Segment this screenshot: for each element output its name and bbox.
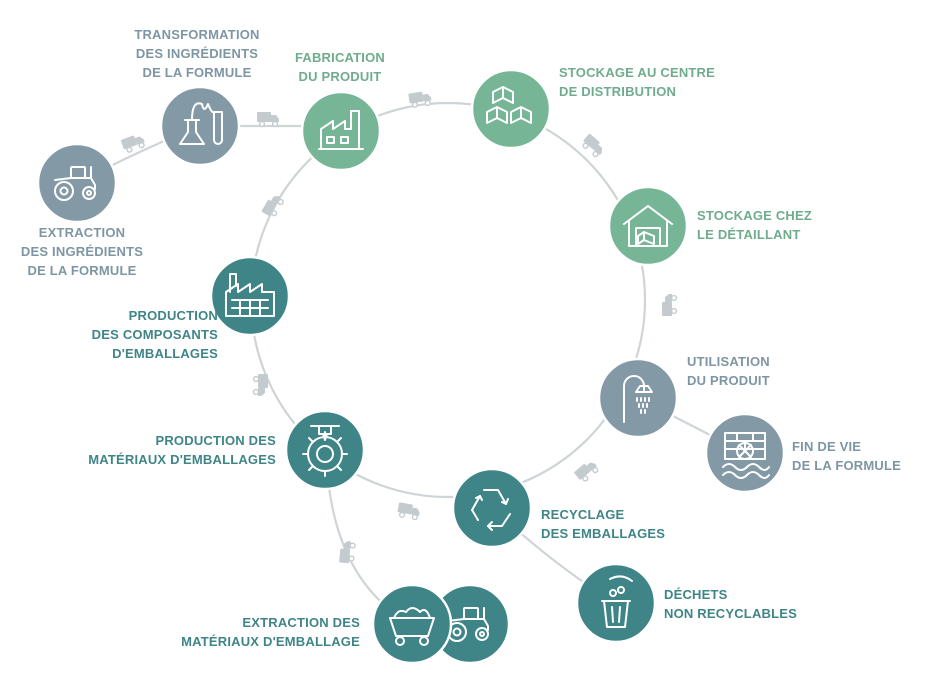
mining-cart-icon xyxy=(389,607,435,646)
trash-bin-icon xyxy=(601,575,633,628)
truck-icon xyxy=(662,294,678,316)
node-transformation xyxy=(159,85,241,167)
drain-icon xyxy=(722,432,770,479)
label-stockage-detaillant: STOCKAGE CHEZ LE DÉTAILLANT xyxy=(697,208,813,242)
truck-icon xyxy=(582,133,603,158)
shower-icon xyxy=(623,375,653,423)
label-recyclage: RECYCLAGE DES EMBALLAGES xyxy=(541,507,666,541)
node-production-materiaux xyxy=(284,409,366,491)
node-extraction-materiaux xyxy=(371,583,453,665)
node-utilisation xyxy=(597,357,679,439)
label-dechets: DÉCHETS NON RECYCLABLES xyxy=(664,587,798,621)
node-fabrication xyxy=(300,90,382,172)
recycle-icon xyxy=(471,489,511,531)
truck-icon xyxy=(339,541,356,564)
node-recyclage xyxy=(451,467,533,549)
node-fin-de-vie xyxy=(704,412,786,494)
node-transformation-circle xyxy=(159,85,241,167)
node-extraction-materiaux-circle xyxy=(371,583,453,665)
label-extraction-materiaux: EXTRACTION DES MATÉRIAUX D'EMBALLAGE xyxy=(181,615,360,649)
gear-processing-icon xyxy=(302,425,348,477)
label-transformation: TRANSFORMATION DES INGRÉDIENTS DE LA FOR… xyxy=(134,27,260,80)
node-production-composants-circle xyxy=(209,255,291,337)
lab-flask-icon xyxy=(179,102,223,145)
node-stockage-detaillant-circle xyxy=(607,185,689,267)
truck-icon xyxy=(574,462,599,482)
label-utilisation: UTILISATION DU PRODUIT xyxy=(687,354,770,388)
warehouse-icon xyxy=(623,205,673,247)
truck-icon xyxy=(252,374,268,396)
node-stockage-distribution-circle xyxy=(470,68,552,150)
truck-icon xyxy=(257,112,279,128)
label-stockage-distribution: STOCKAGE AU CENTRE DE DISTRIBUTION xyxy=(559,65,716,99)
node-extraction-ingredients-circle xyxy=(36,142,118,224)
boxes-icon xyxy=(486,86,532,124)
factory-icon xyxy=(318,110,364,150)
label-fin-de-vie: FIN DE VIE DE LA FORMULE xyxy=(792,439,901,473)
truck-icon xyxy=(120,135,145,153)
node-dechets xyxy=(575,562,657,644)
tractor-icon xyxy=(54,166,96,201)
truck-icon xyxy=(397,502,420,521)
industry-icon xyxy=(225,273,275,317)
truck-icon xyxy=(408,91,432,108)
node-extraction-ingredients xyxy=(36,142,118,224)
node-stockage-distribution xyxy=(470,68,552,150)
label-extraction-ingredients: EXTRACTION DES INGRÉDIENTS DE LA FORMULE xyxy=(20,225,144,278)
label-production-materiaux: PRODUCTION DES MATÉRIAUX D'EMBALLAGES xyxy=(88,433,276,467)
node-production-materiaux-circle xyxy=(284,409,366,491)
node-recyclage-circle xyxy=(451,467,533,549)
node-fin-de-vie-circle xyxy=(704,412,786,494)
lifecycle-nodes xyxy=(36,68,786,665)
node-dechets-circle xyxy=(575,562,657,644)
label-fabrication: FABRICATION DU PRODUIT xyxy=(294,50,386,84)
node-production-composants xyxy=(209,255,291,337)
truck-icon xyxy=(261,195,284,217)
label-production-composants: PRODUCTION DES COMPOSANTS D'EMBALLAGES xyxy=(91,308,218,361)
node-fabrication-circle xyxy=(300,90,382,172)
transport-trucks xyxy=(120,91,678,564)
node-stockage-detaillant xyxy=(607,185,689,267)
